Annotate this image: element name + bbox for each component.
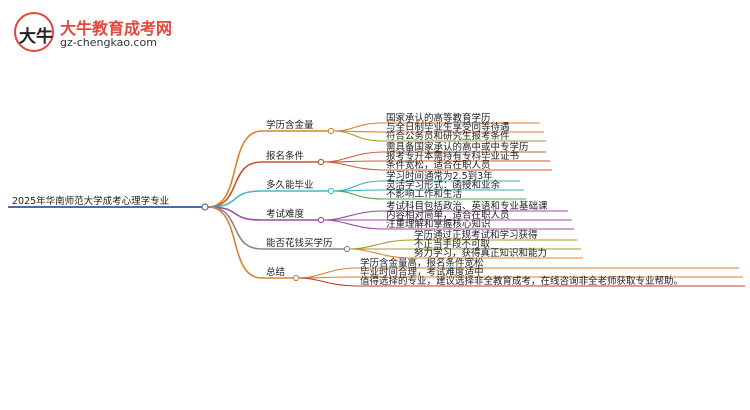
- branch-label: 能否花钱买学历: [266, 237, 333, 249]
- branch-knob[interactable]: [343, 245, 351, 253]
- branch-label: 多久能毕业: [266, 179, 314, 191]
- leaf-label: 不正当手段不可取: [414, 238, 491, 250]
- leaf-connector: [323, 161, 383, 171]
- leaf-label: 与全日制毕业生享受同等待遇: [386, 121, 510, 133]
- leaf-label: 符合公务员和研究生报考条件: [386, 130, 510, 142]
- leaf-label: 注重理解和掌握核心知识: [386, 218, 491, 230]
- branch-connector: [207, 190, 263, 208]
- logo-glyph: 大牛: [19, 27, 53, 47]
- logo-site-url: gz-chengkao.com: [60, 36, 157, 49]
- leaf-connector: [333, 122, 383, 132]
- leaf-label: 学历含金量高，报名条件宽松: [360, 257, 484, 269]
- mind-map-nodes: 2025年华南师范大学成考心理学专业 学历含金量 国家承认的高等教育学历与全日制毕业…: [12, 112, 683, 287]
- leaf-label: 学历通过正规考试和学习获得: [414, 229, 538, 241]
- leaf-label: 学习时间通常为2.5到3年: [386, 170, 493, 182]
- leaf-label: 内容相对简单，适合在职人员: [386, 209, 510, 221]
- leaf-label: 灵活学习形式：函授和业余: [386, 179, 501, 191]
- site-logo[interactable]: 大牛 大牛教育成考网 gz-chengkao.com: [14, 12, 194, 56]
- leaf-label: 国家承认的高等教育学历: [386, 112, 491, 124]
- branch-knob[interactable]: [327, 127, 335, 135]
- leaf-connector: [333, 190, 383, 200]
- branch-label: 考试难度: [266, 208, 305, 220]
- branch-connector: [207, 206, 263, 221]
- leaf-label: 毕业时间合理，考试难度适中: [360, 266, 484, 278]
- branch-connector: [207, 130, 263, 208]
- leaf-connector: [333, 130, 383, 142]
- mind-map-edges: [8, 122, 745, 287]
- leaf-label: 努力学习，获得真正知识和能力: [414, 247, 547, 259]
- branch-knob[interactable]: [317, 158, 325, 166]
- leaf-label: 不影响工作和生活: [386, 188, 463, 200]
- leaf-label: 条件宽松，适合在职人员: [386, 159, 491, 171]
- leaf-connector: [349, 239, 411, 250]
- branch-connector: [207, 161, 263, 208]
- leaf-label: 需具备国家承认的高中或中专学历: [386, 141, 529, 153]
- branch-label: 学历含金量: [266, 119, 314, 131]
- leaf-label: 值得选择的专业，建议选择非全教育成考，在线咨询非全老师获取专业帮助。: [360, 275, 683, 287]
- branch-knob[interactable]: [327, 187, 335, 195]
- leaf-label: 考试科目包括政治、英语和专业基础课: [386, 200, 548, 212]
- leaf-connector: [323, 219, 383, 230]
- root-knob[interactable]: [201, 203, 209, 211]
- leaf-connector: [323, 210, 383, 221]
- logo-site-name: 大牛教育成考网: [60, 19, 173, 38]
- leaf-connector: [298, 277, 357, 287]
- branch-knob[interactable]: [292, 274, 300, 282]
- leaf-label: 报考专升本需持有专科毕业证书: [386, 150, 520, 162]
- branch-connector: [207, 206, 263, 279]
- branch-label: 总结: [266, 266, 285, 278]
- logo-badge: 大牛: [14, 12, 54, 52]
- branch-knob[interactable]: [317, 216, 325, 224]
- root-label: 2025年华南师范大学成考心理学专业: [12, 195, 169, 207]
- branch-label: 报名条件: [266, 150, 305, 162]
- leaf-connector: [349, 248, 411, 259]
